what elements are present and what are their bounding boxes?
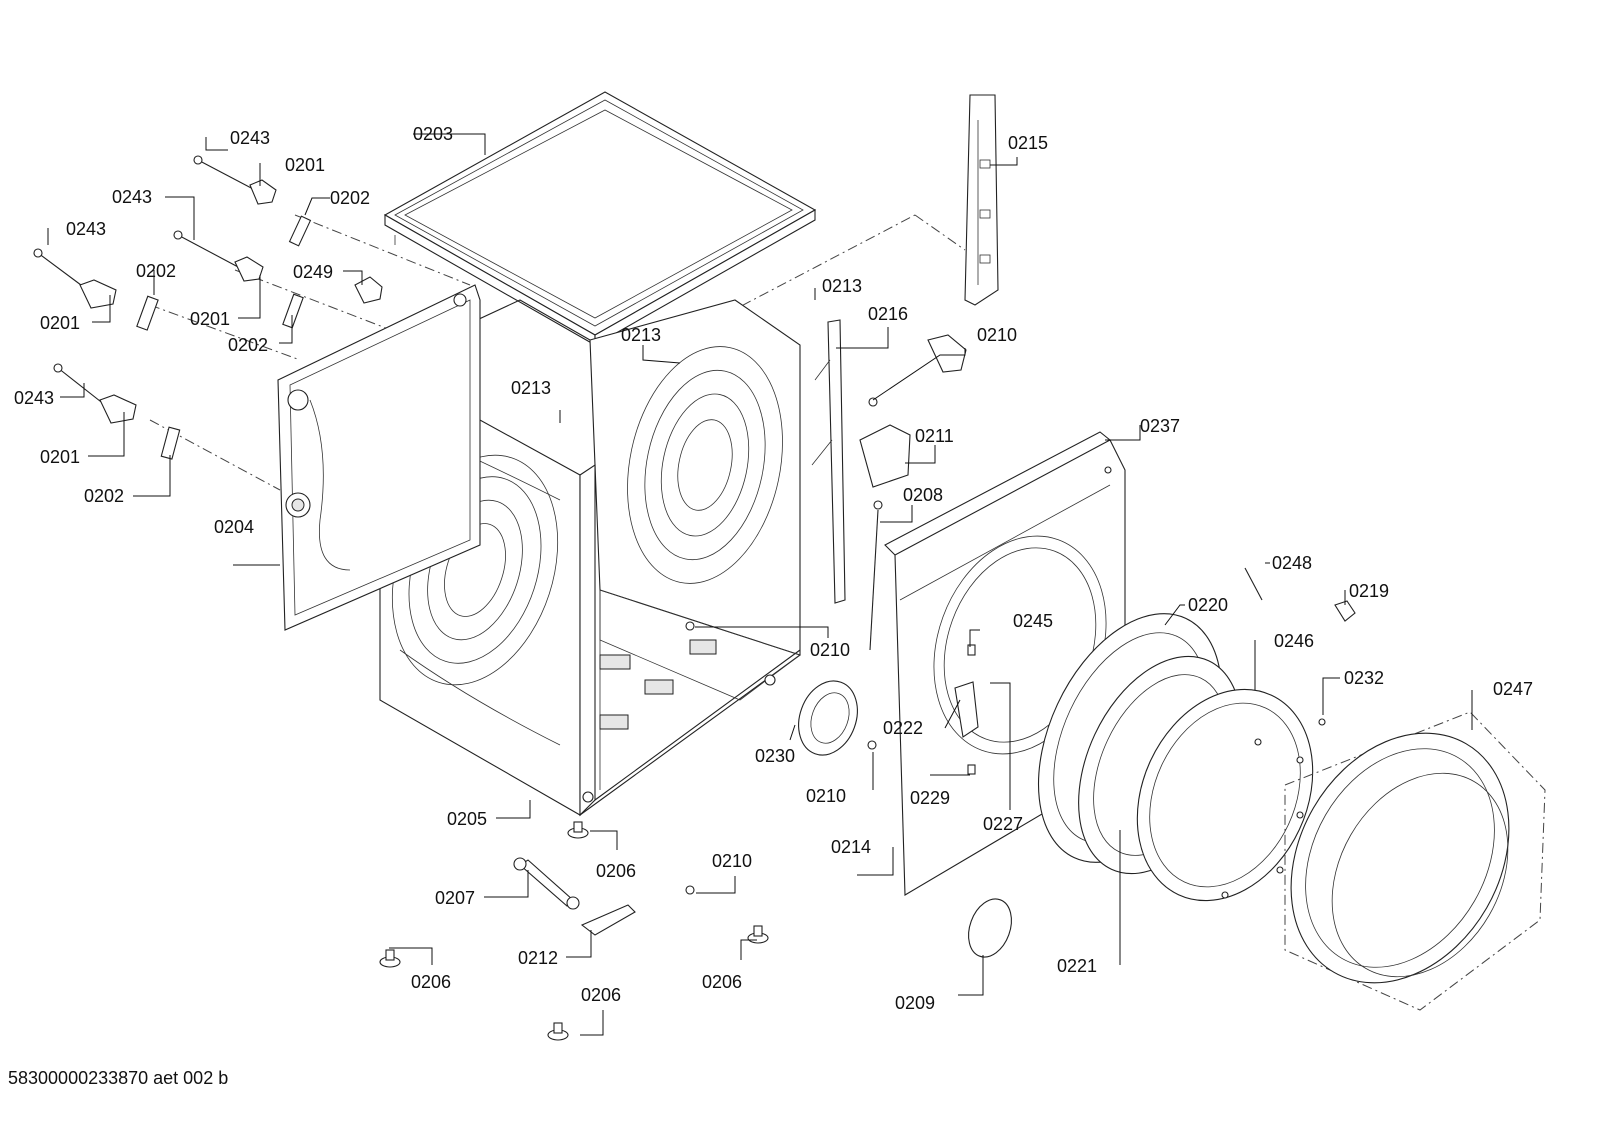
label-0201: 0201	[40, 447, 80, 467]
label-0202: 0202	[228, 335, 268, 355]
label-0210: 0210	[810, 640, 850, 660]
label-0201: 0201	[40, 313, 80, 333]
label-0204: 0204	[214, 517, 254, 537]
label-0210: 0210	[977, 325, 1017, 345]
label-0232: 0232	[1344, 668, 1384, 688]
label-0206: 0206	[581, 985, 621, 1005]
label-0248: 0248	[1272, 553, 1312, 573]
label-0213: 0213	[822, 276, 862, 296]
label-0207: 0207	[435, 888, 475, 908]
label-0220: 0220	[1188, 595, 1228, 615]
label-0214: 0214	[831, 837, 871, 857]
label-0201: 0201	[190, 309, 230, 329]
label-0210: 0210	[806, 786, 846, 806]
label-0213: 0213	[511, 378, 551, 398]
label-0237: 0237	[1140, 416, 1180, 436]
label-0245: 0245	[1013, 611, 1053, 631]
callout-labels: 0203 0243 0201 0202 0243 0243 0202 0201 …	[14, 124, 1533, 1013]
label-0206: 0206	[702, 972, 742, 992]
label-0243: 0243	[14, 388, 54, 408]
label-0205: 0205	[447, 809, 487, 829]
label-0243: 0243	[230, 128, 270, 148]
label-0202: 0202	[136, 261, 176, 281]
label-0212: 0212	[518, 948, 558, 968]
label-0201: 0201	[285, 155, 325, 175]
label-0206: 0206	[596, 861, 636, 881]
label-0216: 0216	[868, 304, 908, 324]
label-0215: 0215	[1008, 133, 1048, 153]
label-0209: 0209	[895, 993, 935, 1013]
label-0229: 0229	[910, 788, 950, 808]
label-0243: 0243	[112, 187, 152, 207]
label-0210: 0210	[712, 851, 752, 871]
label-0227: 0227	[983, 814, 1023, 834]
right-side-parts	[685, 94, 999, 756]
label-0230: 0230	[755, 746, 795, 766]
label-0202: 0202	[330, 188, 370, 208]
drawing-number: 58300000233870 aet 002 b	[8, 1068, 228, 1088]
feet-and-tools	[379, 821, 769, 1041]
label-0208: 0208	[903, 485, 943, 505]
label-0221: 0221	[1057, 956, 1097, 976]
label-0203: 0203	[413, 124, 453, 144]
label-0213: 0213	[621, 325, 661, 345]
rear-panel-0204	[277, 284, 481, 631]
label-0243: 0243	[66, 219, 106, 239]
label-0247: 0247	[1493, 679, 1533, 699]
label-0246: 0246	[1274, 631, 1314, 651]
label-0211: 0211	[915, 426, 954, 446]
label-0206: 0206	[411, 972, 451, 992]
label-0249: 0249	[293, 262, 333, 282]
door-and-rings	[968, 567, 1546, 1011]
leader-lines	[47, 133, 1473, 1036]
label-0222: 0222	[883, 718, 923, 738]
label-0202: 0202	[84, 486, 124, 506]
label-0219: 0219	[1349, 581, 1389, 601]
